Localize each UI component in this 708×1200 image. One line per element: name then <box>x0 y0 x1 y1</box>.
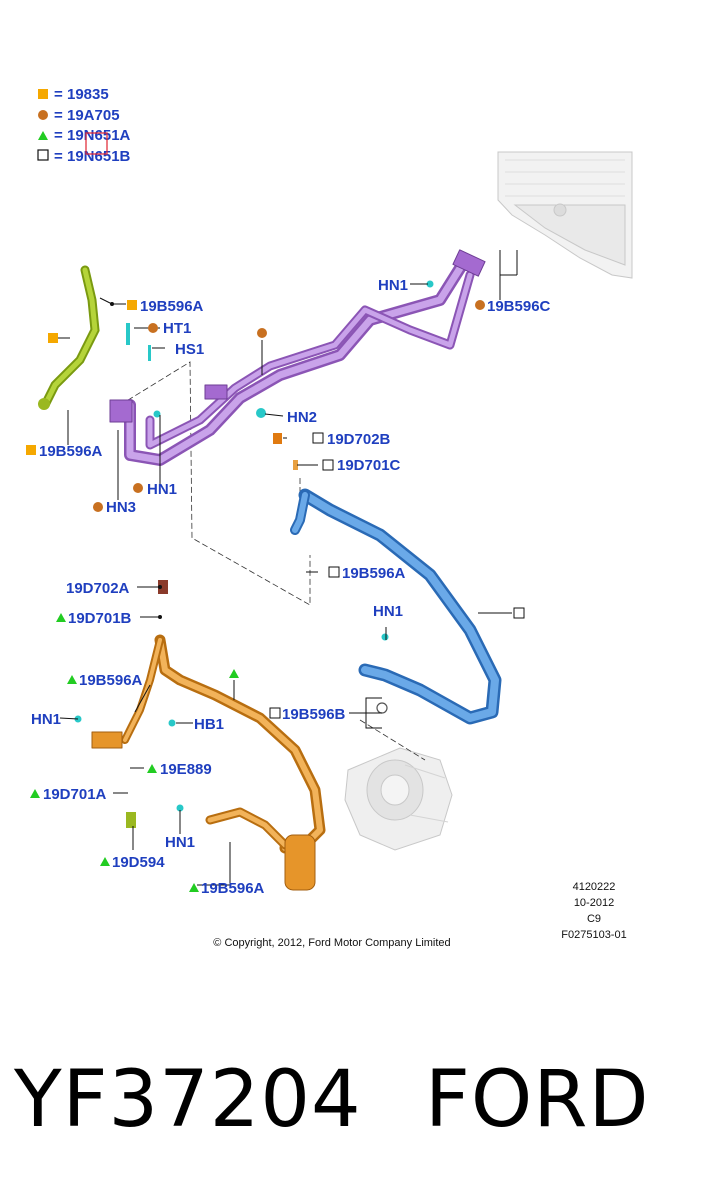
legend-code-3: 19N651A <box>67 127 131 144</box>
fitting-hn1-top <box>426 280 434 288</box>
triangle-marker <box>30 789 40 798</box>
dashed-guides <box>119 361 426 761</box>
fitting-hn2 <box>256 408 266 418</box>
legend: = 19835 = 19A705 = 19N651A = 19N651B <box>37 86 131 165</box>
fitting-19d701c <box>293 460 298 470</box>
label-hn1-bottom: HN1 <box>165 834 195 851</box>
fitting-19d702b <box>273 433 282 444</box>
circle-marker <box>475 300 485 310</box>
legend-triangle-marker <box>38 131 48 140</box>
highlight-box <box>85 132 108 155</box>
green-suction-hose <box>38 265 100 410</box>
fitting-ht1 <box>126 323 130 345</box>
label-19b596a-mid: 19B596A <box>342 565 406 582</box>
open-square-marker <box>328 566 340 578</box>
purple-suction-line <box>109 249 486 466</box>
open-square-marker <box>513 607 525 619</box>
label-19b596b: 19B596B <box>282 706 346 723</box>
meta-line-4: F0275103-01 <box>561 929 626 941</box>
circle-marker <box>93 502 103 512</box>
label-19b596c: 19B596C <box>487 298 551 315</box>
fitting-hn1-blue <box>381 633 389 641</box>
label-hb1: HB1 <box>194 716 224 733</box>
label-hn3: HN3 <box>106 499 136 516</box>
legend-circle-marker <box>38 110 48 120</box>
label-19b596a-bottom: 19B596A <box>201 880 265 897</box>
triangle-marker <box>100 857 110 866</box>
label-19b596a-orange: 19B596A <box>79 672 143 689</box>
label-hn2: HN2 <box>287 409 317 426</box>
evaporator-housing <box>497 151 633 279</box>
label-hn1-orange: HN1 <box>31 711 61 728</box>
legend-open-square-marker <box>37 149 49 161</box>
label-19d702a: 19D702A <box>66 580 130 597</box>
drawing-meta: 4120222 10-2012 C9 F0275103-01 <box>561 881 626 941</box>
part-number: YF37204 <box>14 1055 362 1145</box>
legend-code-4: 19N651B <box>67 148 131 165</box>
triangle-marker <box>67 675 77 684</box>
label-hn1-top: HN1 <box>378 277 408 294</box>
triangle-marker <box>56 613 66 622</box>
label-hn1-blue: HN1 <box>373 603 403 620</box>
meta-line-1: 4120222 <box>573 881 616 893</box>
circle-marker <box>257 328 267 338</box>
copyright-notice: © Copyright, 2012, Ford Motor Company Li… <box>213 937 450 949</box>
open-square-marker <box>269 707 281 719</box>
square-marker <box>26 445 36 455</box>
label-19b596a-left: 19B596A <box>39 443 103 460</box>
ac-lines-exploded-diagram: = 19835 = 19A705 = 19N651A = 19N651B <box>26 86 633 949</box>
legend-os-eq: = <box>54 148 63 165</box>
label-19d701c: 19D701C <box>337 457 401 474</box>
open-square-marker <box>322 459 334 471</box>
circle-marker <box>148 323 158 333</box>
triangle-marker <box>229 669 239 678</box>
label-19d594: 19D594 <box>112 854 165 871</box>
callout-markers <box>26 300 525 892</box>
compressor <box>344 747 453 851</box>
legend-tr-eq: = <box>54 127 63 144</box>
legend-code-2: 19A705 <box>67 107 120 124</box>
circle-marker <box>133 483 143 493</box>
square-marker <box>48 333 58 343</box>
label-19d701a: 19D701A <box>43 786 107 803</box>
label-hn1-purple: HN1 <box>147 481 177 498</box>
label-19d702b: 19D702B <box>327 431 391 448</box>
label-ht1: HT1 <box>163 320 191 337</box>
label-hs1: HS1 <box>175 341 204 358</box>
legend-square-marker <box>38 89 48 99</box>
fitting-hs1 <box>148 345 151 361</box>
label-19d701b: 19D701B <box>68 610 132 627</box>
triangle-marker <box>147 764 157 773</box>
meta-line-2: 10-2012 <box>574 897 614 909</box>
legend-sq-eq: = <box>54 86 63 103</box>
open-square-marker <box>312 432 324 444</box>
leader-lines <box>53 250 518 886</box>
meta-line-3: C9 <box>587 913 601 925</box>
blue-discharge-hose <box>290 488 502 725</box>
square-marker <box>127 300 137 310</box>
label-19e889: 19E889 <box>160 761 212 778</box>
fittings <box>74 280 434 812</box>
legend-code-1: 19835 <box>67 86 109 103</box>
fitting-hn1-bottom <box>176 804 184 812</box>
fitting-hb1 <box>168 719 176 727</box>
fitting-hn1-purple <box>153 410 161 418</box>
callout-labels: 19B596A HT1 HS1 19B596A HN1 HN3 HN1 19B5… <box>31 277 551 897</box>
label-19b596a-top: 19B596A <box>140 298 204 315</box>
legend-ci-eq: = <box>54 107 63 124</box>
brand-name: FORD <box>425 1055 650 1145</box>
triangle-marker <box>189 883 199 892</box>
